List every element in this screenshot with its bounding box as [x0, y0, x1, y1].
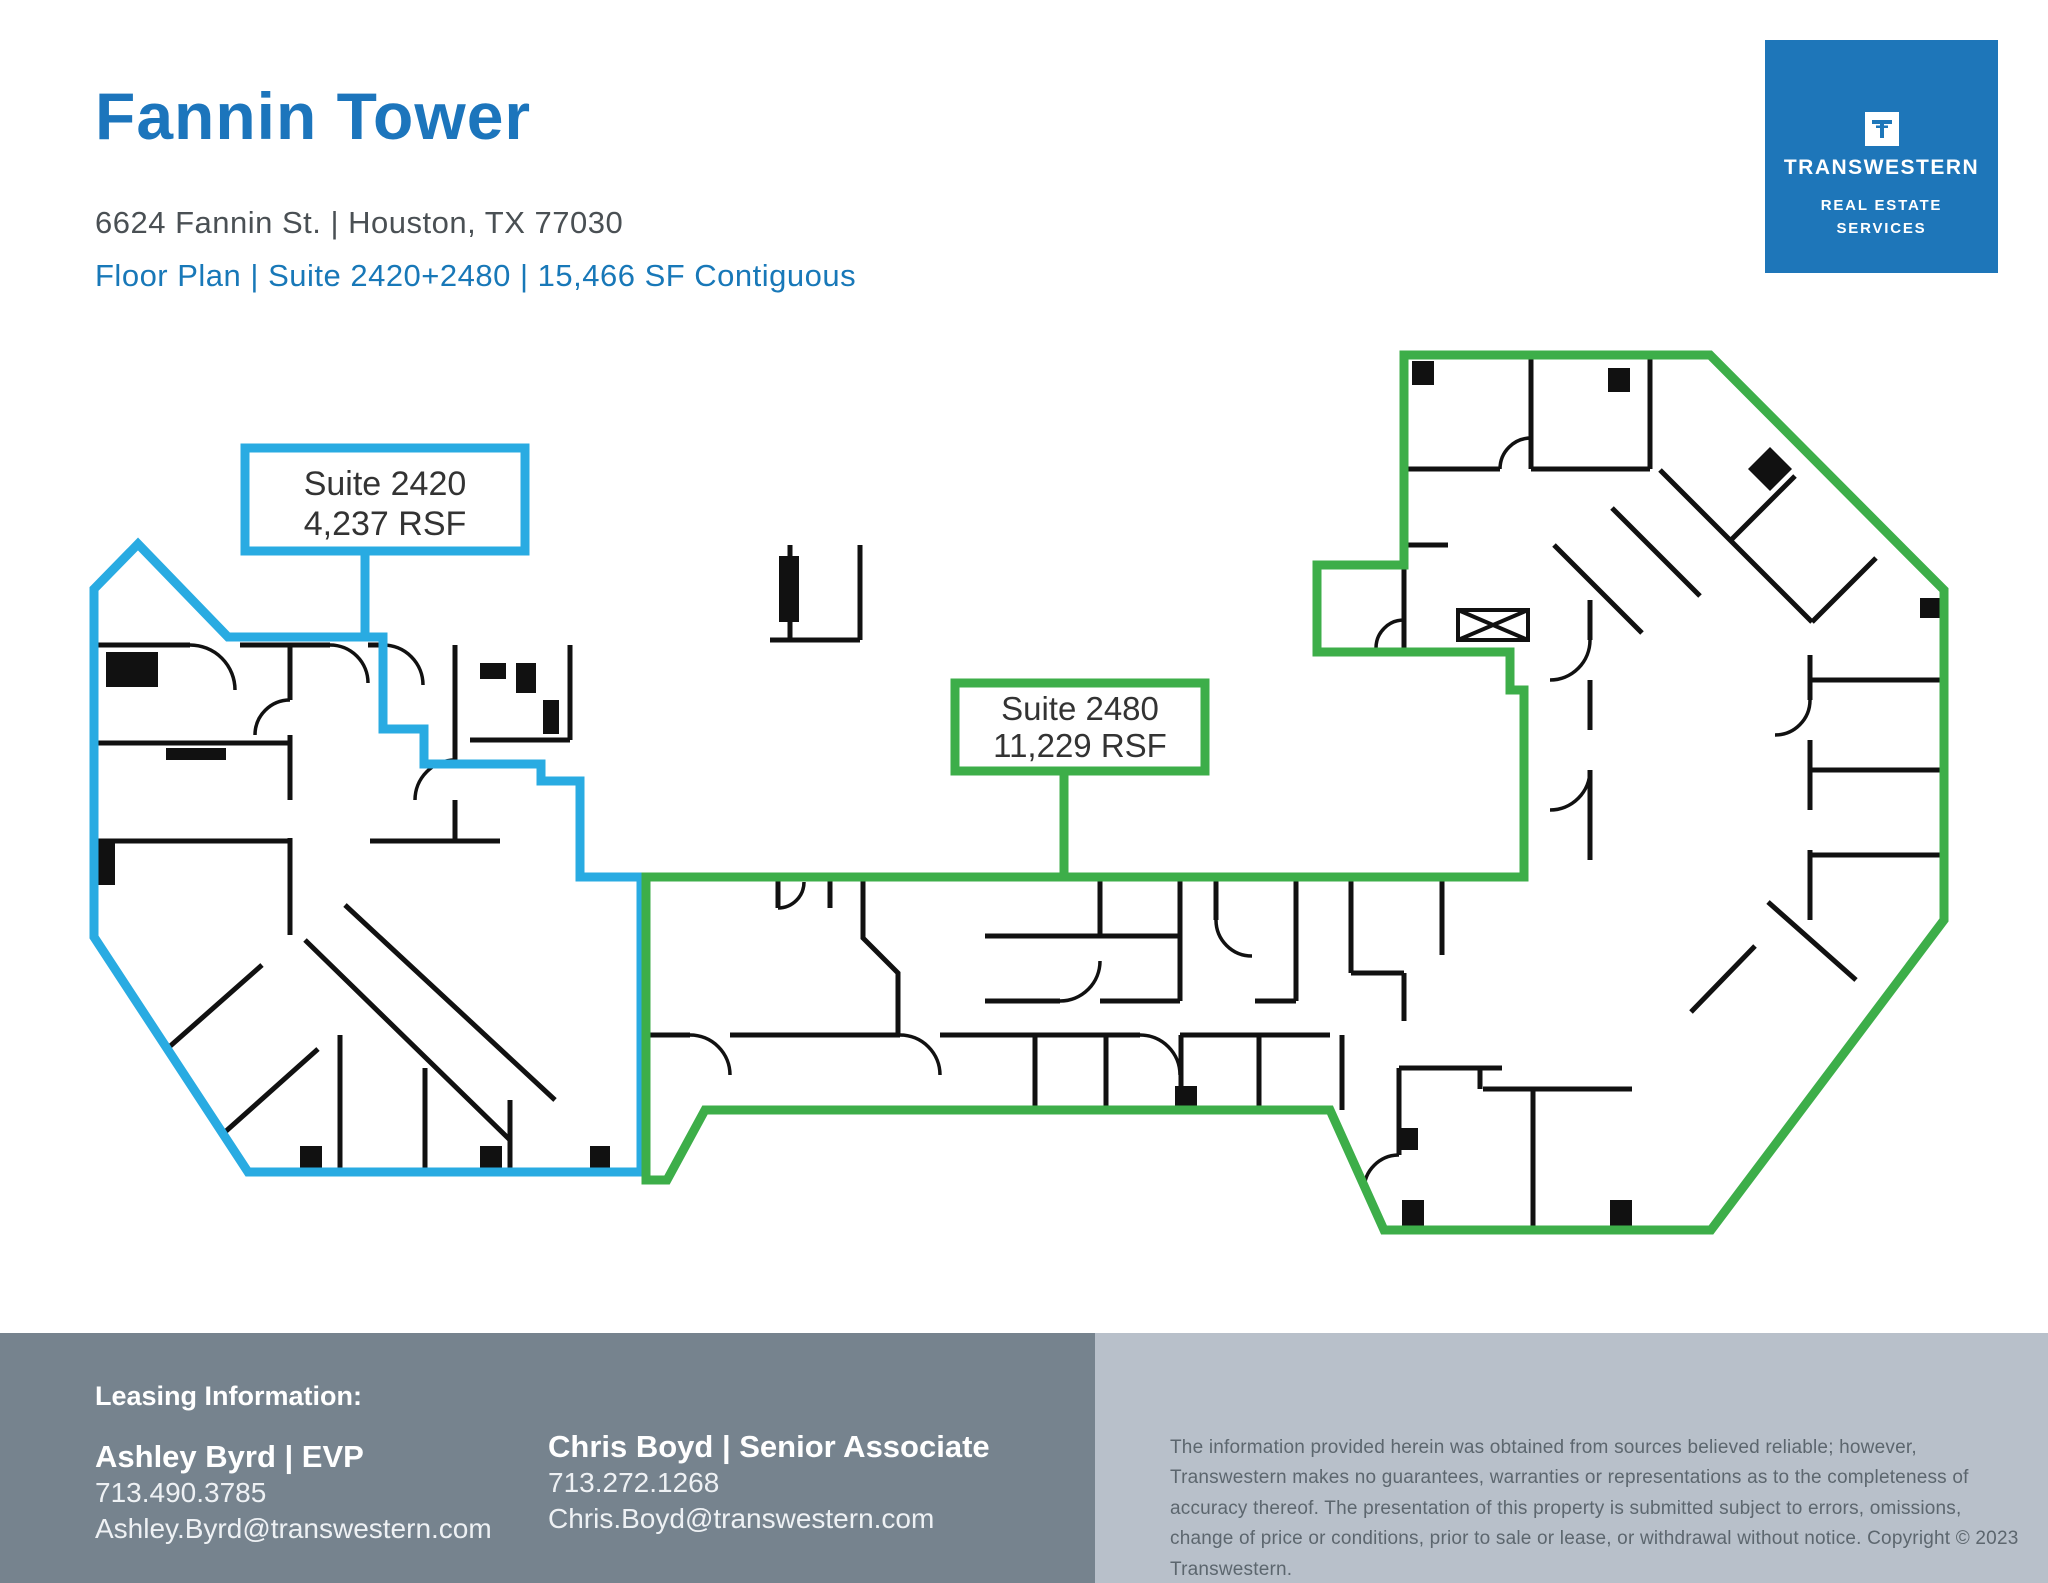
suite-2480-size: 11,229 RSF	[993, 727, 1167, 764]
logo-name: TRANSWESTERN	[1783, 156, 1980, 179]
property-address: 6624 Fannin St. | Houston, TX 77030	[95, 205, 624, 240]
contact-email[interactable]: Chris.Boyd@transwestern.com	[548, 1503, 935, 1535]
suite-2480-outline[interactable]	[641, 350, 1949, 1235]
contact-name: Chris Boyd | Senior Associate	[548, 1429, 990, 1464]
legal-disclaimer: The information provided herein was obta…	[1170, 1437, 2019, 1580]
logo-tagline-line1: REAL ESTATE	[1820, 197, 1943, 214]
suite-2480-name: Suite 2480	[1001, 690, 1159, 727]
suite-2420-size: 4,237 RSF	[304, 505, 467, 543]
suite-2420-name: Suite 2420	[304, 465, 467, 503]
contact-card-ashley: Ashley Byrd | EVP 713.490.3785 Ashley.By…	[95, 1438, 492, 1547]
logo-tagline-line2: SERVICES	[1836, 220, 1927, 238]
suite-2420-outline[interactable]	[89, 537, 646, 1177]
contact-name: Ashley Byrd | EVP	[95, 1439, 364, 1474]
door-arcs	[189, 436, 1812, 1191]
interior-walls	[95, 359, 1944, 1228]
plan-columns	[95, 361, 1940, 1226]
leasing-information-label: Leasing Information:	[95, 1381, 363, 1411]
page-title: Fannin Tower	[95, 79, 532, 153]
footer-disclaimer-panel: The information provided herein was obta…	[1095, 1333, 2048, 1583]
footer-leasing-panel: Leasing Information: Ashley Byrd | EVP 7…	[0, 1333, 1095, 1583]
transwestern-t-icon	[1864, 112, 1899, 146]
suite-2420-label: Suite 2420 4,237 RSF	[240, 443, 530, 641]
logo-tagline: REAL ESTATE SERVICES	[1821, 194, 1942, 241]
suite-2480-label: Suite 2480 11,229 RSF	[950, 678, 1210, 877]
contact-phone[interactable]: 713.490.3785	[95, 1477, 267, 1509]
transwestern-logo: TRANSWESTERN REAL ESTATE SERVICES	[1765, 40, 1998, 273]
floorplan-subtitle: Floor Plan | Suite 2420+2480 | 15,466 SF…	[95, 258, 857, 293]
contact-card-chris: Chris Boyd | Senior Associate 713.272.12…	[548, 1428, 990, 1537]
contact-phone[interactable]: 713.272.1268	[548, 1467, 720, 1499]
contact-email[interactable]: Ashley.Byrd@transwestern.com	[95, 1513, 492, 1545]
